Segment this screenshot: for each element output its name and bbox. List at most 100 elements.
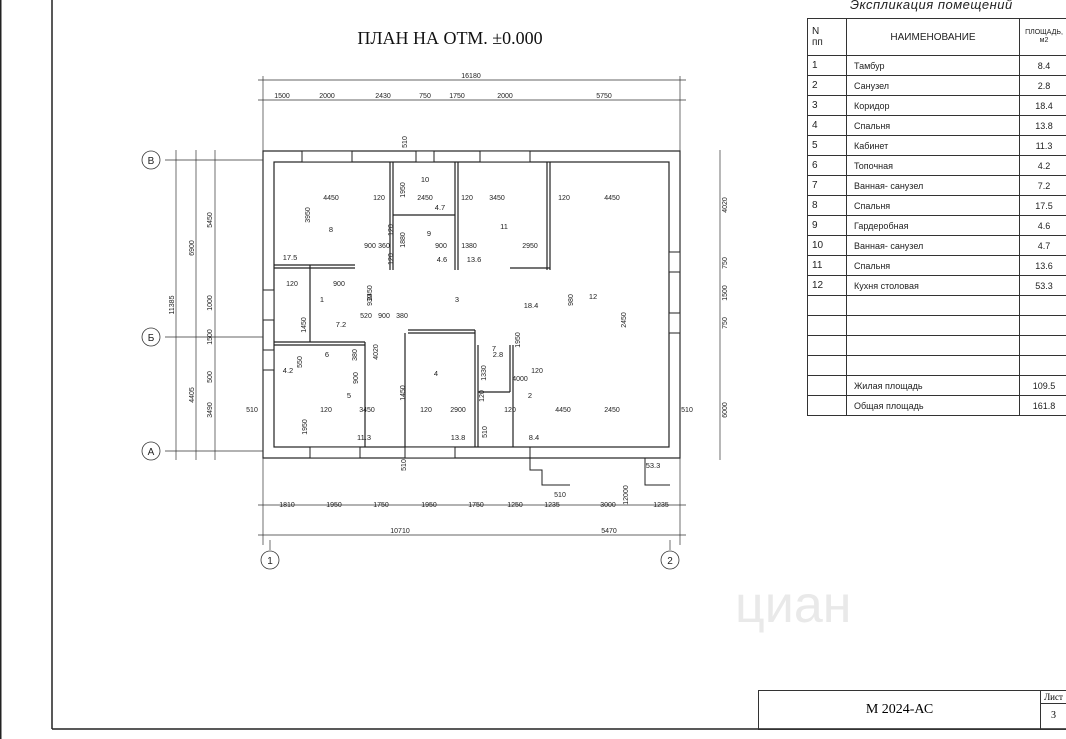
inner-dimension: 120 bbox=[461, 195, 473, 202]
inner-dimension: 2900 bbox=[450, 407, 466, 414]
room-area: 4.7 bbox=[1019, 235, 1066, 256]
bottom-dimension: 1235 bbox=[544, 502, 560, 509]
left-inner-dimension: 1500 bbox=[207, 329, 214, 345]
inner-dimension: 1950 bbox=[400, 182, 407, 198]
left-inner-dimension: 500 bbox=[207, 371, 214, 383]
room-area-label: 13.6 bbox=[467, 255, 482, 264]
room-area: 18.4 bbox=[1019, 95, 1066, 116]
summary-label: Общая площадь bbox=[846, 395, 1020, 416]
inner-dimension: 1450 bbox=[301, 317, 308, 333]
room-area-label: 11.3 bbox=[357, 433, 371, 442]
summary-value: 161.8 bbox=[1019, 395, 1066, 416]
inner-dimension: 4450 bbox=[323, 195, 339, 202]
room-area-label: 2.8 bbox=[493, 350, 503, 359]
bottom-dimension: 3000 bbox=[600, 502, 616, 509]
left-mid-dimension: 6900 bbox=[189, 240, 196, 256]
room-area-label: 17.5 bbox=[283, 253, 298, 262]
room-number-label: 8 bbox=[329, 225, 333, 234]
watermark-logo: циан bbox=[735, 576, 852, 634]
summary-value: 109.5 bbox=[1019, 375, 1066, 396]
inner-dimension: 2950 bbox=[522, 243, 538, 250]
room-area: 7.2 bbox=[1019, 175, 1066, 196]
room-number: 10 bbox=[807, 235, 847, 256]
inner-dimension: 2450 bbox=[621, 312, 628, 328]
explication-empty-row bbox=[807, 335, 1066, 356]
left-inner-dimension: 5450 bbox=[207, 212, 214, 228]
axis-b-marker bbox=[141, 327, 161, 347]
axis-1-marker bbox=[260, 550, 280, 570]
room-area-label: 13.8 bbox=[451, 433, 466, 442]
bottom-dimension: 1250 bbox=[507, 502, 523, 509]
left-inner-dimension: 3490 bbox=[207, 402, 214, 418]
top-dimension: 2000 bbox=[319, 93, 335, 100]
inner-dimension: 1330 bbox=[481, 365, 488, 381]
axis-markers bbox=[141, 150, 680, 570]
inner-dimension: 510 bbox=[246, 407, 258, 414]
room-number: 4 bbox=[807, 115, 847, 136]
top-dimension: 2000 bbox=[497, 93, 513, 100]
sheet-number: 3 bbox=[1040, 704, 1066, 730]
room-area-label: 53.3 bbox=[646, 461, 661, 470]
room-area-label: 4.7 bbox=[435, 203, 445, 212]
inner-dimension: 900 bbox=[364, 243, 376, 250]
explication-caption: Экспликация помещений bbox=[850, 0, 1013, 12]
axis-a-marker bbox=[141, 441, 161, 461]
room-number: 5 bbox=[807, 135, 847, 156]
inner-dimension: 120 bbox=[388, 253, 395, 265]
bottom-small-dimension: 510 bbox=[554, 492, 566, 499]
bottom-total-dimension: 10710 bbox=[390, 528, 410, 535]
inner-dimension: 510 bbox=[681, 407, 693, 414]
axis-2-label: 2 bbox=[667, 556, 673, 567]
inner-dimension: 4020 bbox=[373, 344, 380, 360]
top-dimension: 750 bbox=[419, 93, 431, 100]
plan-title: ПЛАН НА ОТМ. ±0.000 bbox=[357, 28, 543, 48]
inner-dimension: 4450 bbox=[555, 407, 571, 414]
inner-dimension: 120 bbox=[558, 195, 570, 202]
room-area-label: 7.2 bbox=[336, 320, 346, 329]
inner-dimension: 2450 bbox=[367, 285, 374, 301]
room-number-label: 7 bbox=[492, 344, 496, 353]
explication-empty-row bbox=[807, 355, 1066, 376]
bottom-dimension: 1950 bbox=[421, 502, 437, 509]
axis-b-label: Б bbox=[148, 333, 155, 344]
inner-dimension: 550 bbox=[297, 356, 304, 368]
axis-v-label: В bbox=[148, 156, 155, 167]
inner-dimension: 2450 bbox=[604, 407, 620, 414]
room-area: 17.5 bbox=[1019, 195, 1066, 216]
room-name: Коридор bbox=[846, 95, 1020, 116]
room-area-label: 4.6 bbox=[437, 255, 447, 264]
inner-dimension: 1380 bbox=[461, 243, 477, 250]
explication-head-area: ПЛОЩАДЬ, м2 bbox=[1019, 18, 1066, 56]
room-number-label: 5 bbox=[347, 391, 351, 400]
inner-dimension: 4450 bbox=[604, 195, 620, 202]
explication-empty-row bbox=[807, 315, 1066, 336]
room-number-label: 12 bbox=[589, 292, 597, 301]
inner-dimension: 120 bbox=[286, 281, 298, 288]
room-number: 12 bbox=[807, 275, 847, 296]
inner-dimension: 1450 bbox=[400, 385, 407, 401]
inner-dimension: 900 bbox=[353, 372, 360, 384]
inner-dimension: 3450 bbox=[359, 407, 375, 414]
inner-dimension: 3450 bbox=[489, 195, 505, 202]
inner-dimension: 12000 bbox=[623, 485, 630, 505]
room-name: Ванная- санузел bbox=[846, 175, 1020, 196]
room-name: Спальня bbox=[846, 195, 1020, 216]
room-area: 2.8 bbox=[1019, 75, 1066, 96]
room-number: 7 bbox=[807, 175, 847, 196]
room-number: 9 bbox=[807, 215, 847, 236]
room-number: 3 bbox=[807, 95, 847, 116]
inner-dimension: 120 bbox=[504, 407, 516, 414]
right-dimension: 1500 bbox=[722, 285, 729, 301]
room-number: 6 bbox=[807, 155, 847, 176]
bottom-dimension: 1750 bbox=[468, 502, 484, 509]
explication-head-name: НАИМЕНОВАНИЕ bbox=[846, 18, 1020, 56]
room-name: Тамбур bbox=[846, 55, 1020, 76]
inner-dimension: 1950 bbox=[515, 332, 522, 348]
